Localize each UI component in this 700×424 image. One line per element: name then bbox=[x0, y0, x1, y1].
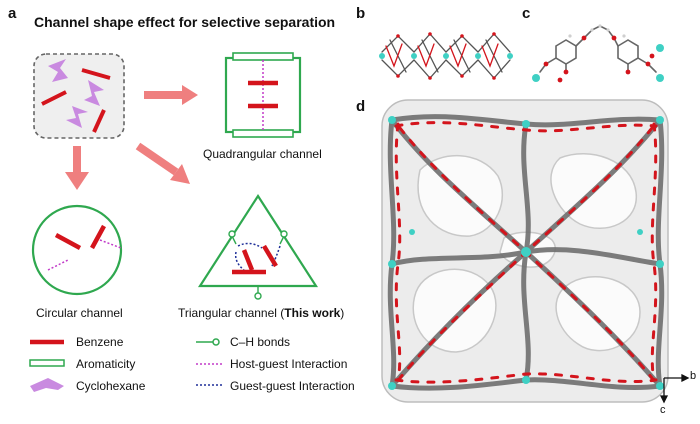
legend-ch-bonds: C–H bonds bbox=[230, 335, 291, 349]
triangular-channel-label: Triangular channel (This work) bbox=[178, 306, 344, 320]
panel-b-letter: b bbox=[356, 5, 366, 22]
triangular-label-post: ) bbox=[340, 306, 345, 320]
triangular-channel bbox=[197, 193, 319, 300]
legend-cyclohexane: Cyclohexane bbox=[76, 379, 146, 393]
benzene-bars-mixture bbox=[41, 68, 111, 133]
panel-c-letter: c bbox=[522, 5, 531, 22]
panel-d-framework bbox=[381, 99, 669, 403]
panel-a-title: Channel shape effect for selective separ… bbox=[34, 14, 336, 30]
quadrangular-channel bbox=[224, 52, 302, 138]
legend-benzene: Benzene bbox=[76, 335, 124, 349]
cyclohexane-shapes bbox=[48, 59, 104, 128]
triangular-label-pre: Triangular channel ( bbox=[178, 306, 285, 320]
circular-channel-label: Circular channel bbox=[36, 306, 123, 320]
axis-indicator bbox=[659, 373, 690, 404]
legend-host-guest: Host-guest Interaction bbox=[230, 357, 348, 371]
panel-d-letter: d bbox=[356, 98, 366, 115]
panel-a-letter: a bbox=[8, 5, 17, 22]
circular-channel bbox=[31, 204, 123, 296]
separation-arrows bbox=[65, 85, 198, 190]
legend-symbols bbox=[29, 338, 222, 392]
axis-b-label: b bbox=[690, 370, 697, 382]
axis-c-label: c bbox=[660, 404, 666, 416]
panel-c-ligand-structure bbox=[532, 24, 664, 83]
legend-guest-guest: Guest-guest Interaction bbox=[230, 379, 355, 393]
triangular-label-bold: This work bbox=[284, 306, 341, 320]
panel-b-crystal-chain bbox=[379, 32, 513, 80]
quadrangular-channel-label: Quadrangular channel bbox=[203, 147, 322, 161]
legend-aromaticity: Aromaticity bbox=[76, 357, 136, 371]
